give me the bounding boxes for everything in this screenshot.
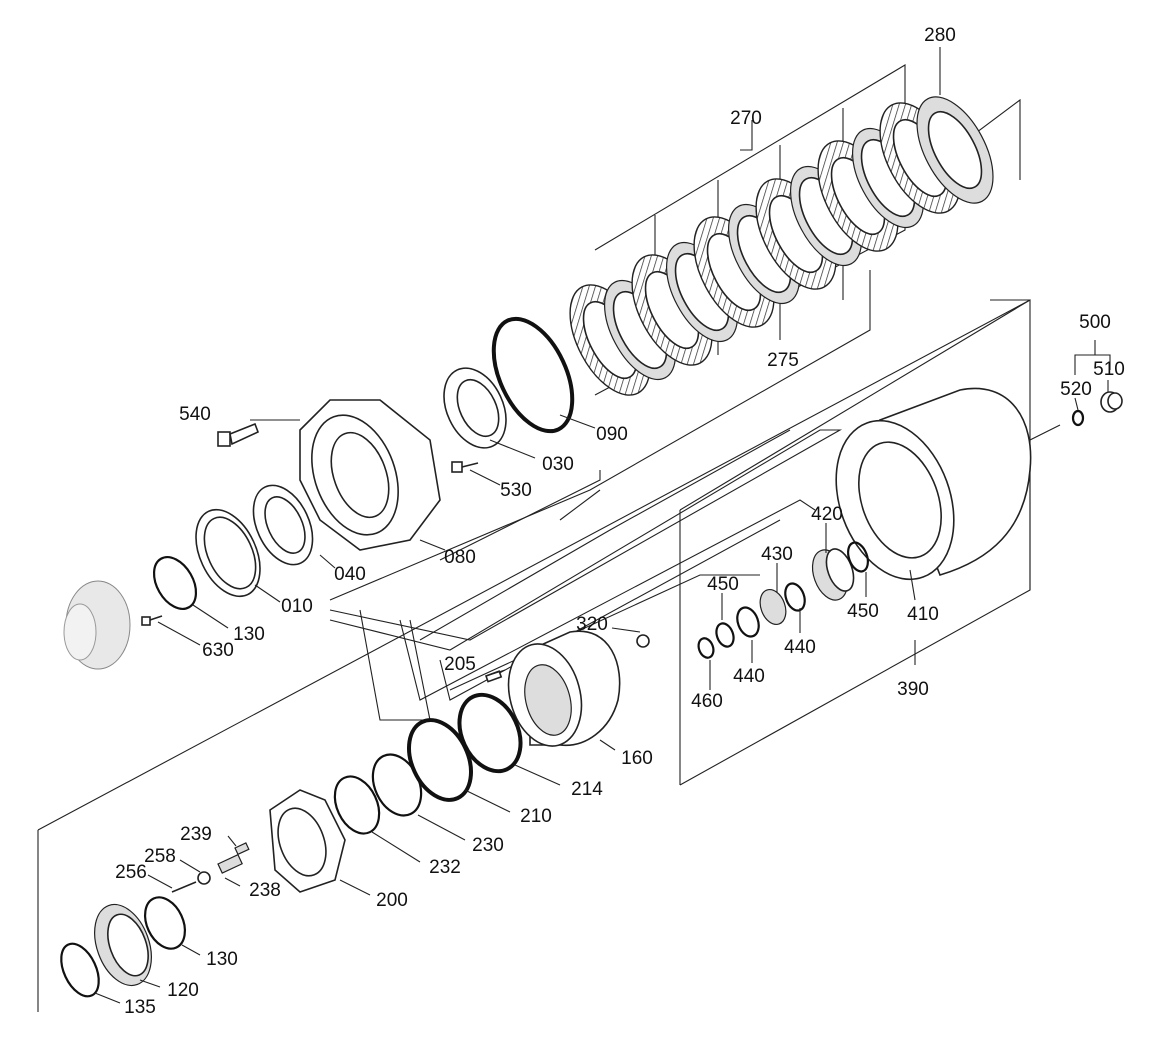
guide-lines [329,270,871,721]
cap-510 [1100,391,1123,413]
label-275: 275 [767,350,799,371]
label-280: 280 [924,25,956,46]
part-labels: 280 270 275 500 510 520 540 090 030 530 … [115,25,1125,1018]
label-090: 090 [596,424,628,445]
label-160: 160 [621,748,653,769]
label-500: 500 [1079,312,1111,333]
screw-530 [451,461,479,473]
bearing-430 [759,588,787,626]
label-030: 030 [542,454,574,475]
screw-630 [141,615,163,626]
gear-420 [811,548,855,601]
label-232: 232 [429,857,461,878]
ring-520 [1071,409,1085,427]
nut-120 [94,903,152,987]
label-530: 530 [500,480,532,501]
label-420: 420 [811,504,843,525]
label-460: 460 [691,691,723,712]
label-130-upper: 130 [233,624,265,645]
label-200: 200 [376,890,408,911]
seal-010 [195,508,261,598]
label-010: 010 [281,596,313,617]
spring-239 [234,842,250,856]
ring-450-right [847,541,869,573]
part-320 [636,634,650,648]
label-390: 390 [897,679,929,700]
label-410: 410 [907,604,939,625]
valve-258 [197,871,211,885]
o-ring-090 [491,316,575,434]
o-ring-130-upper [152,556,198,610]
bearing-040 [252,484,314,566]
bearing-030 [443,367,507,449]
label-258: 258 [144,846,176,867]
leader-lines [94,47,1109,1004]
label-135: 135 [124,997,156,1018]
o-ring-135 [60,942,100,998]
gear-assembly [63,580,131,670]
label-120: 120 [167,980,199,1001]
label-238: 238 [249,880,281,901]
ring-440-lower [736,606,760,638]
o-ring-210 [407,718,473,802]
label-270: 270 [730,108,762,129]
label-430: 430 [761,544,793,565]
label-450-left: 450 [707,574,739,595]
label-450-right: 450 [847,601,879,622]
piston-200 [269,789,346,893]
label-230: 230 [472,835,504,856]
ring-450-left [715,622,735,648]
pin-256 [171,881,197,893]
label-256: 256 [115,862,147,883]
label-205: 205 [444,654,476,675]
o-ring-230 [371,753,423,817]
bolt-540 [217,422,260,447]
o-ring-232 [333,775,381,835]
cylinder-160 [507,630,621,747]
carrier-housing-080 [299,399,441,551]
label-080: 080 [444,547,476,568]
clutch-disc-pack [569,96,994,396]
label-630: 630 [202,640,234,661]
label-440-lower: 440 [733,666,765,687]
label-130-lower: 130 [206,949,238,970]
label-510: 510 [1093,359,1125,380]
label-520: 520 [1060,379,1092,400]
o-ring-130-lower [143,896,187,950]
label-540: 540 [179,404,211,425]
ring-460 [697,637,715,659]
label-320: 320 [576,614,608,635]
label-210: 210 [520,806,552,827]
hub-410 [835,387,1032,581]
spring-238 [217,853,243,874]
label-214: 214 [571,779,603,800]
label-239: 239 [180,824,212,845]
label-040: 040 [334,564,366,585]
label-440-upper: 440 [784,637,816,658]
